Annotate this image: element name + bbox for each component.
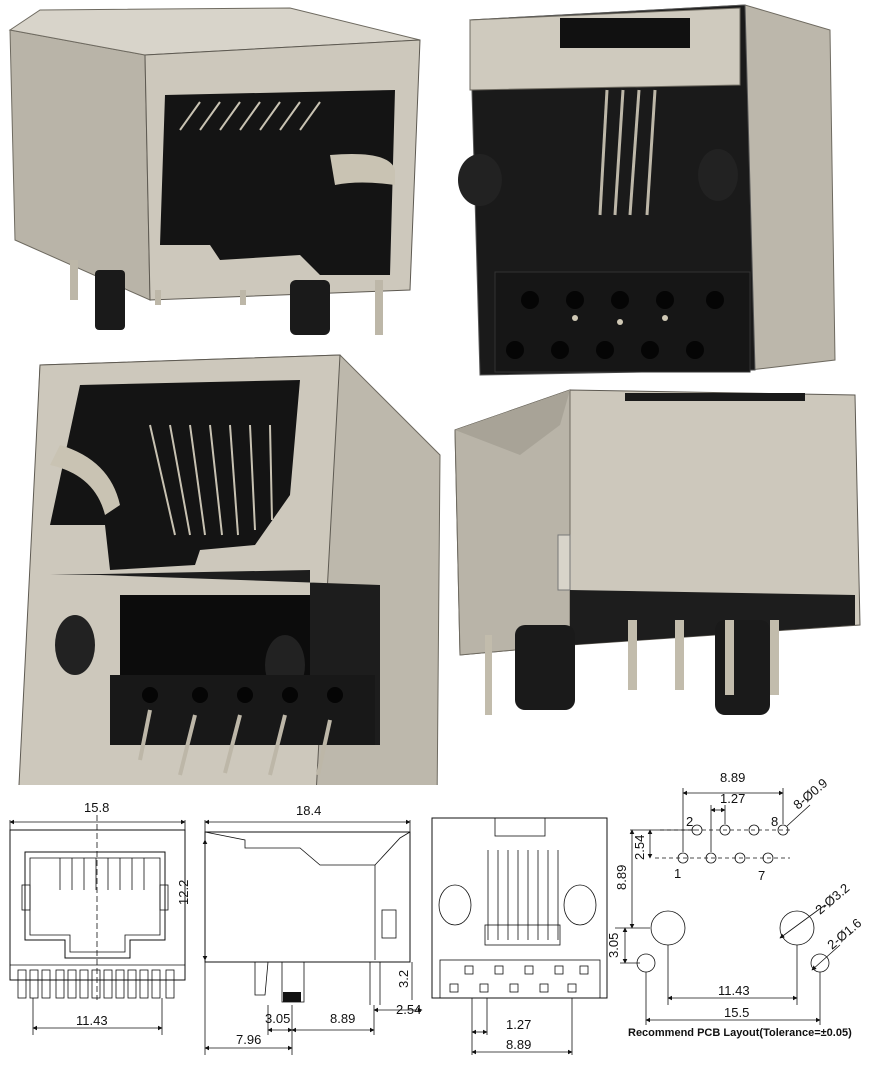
photo-side [454, 389, 861, 715]
side-post-offset-label: 3.05 [265, 1011, 290, 1026]
rear-row-span-label: 8.89 [506, 1037, 531, 1052]
side-height-label: 12.2 [176, 880, 191, 905]
pcb-pitch-label: 1.27 [720, 791, 745, 806]
pcb-pin-7: 7 [758, 868, 765, 883]
technical-drawings: 15.8 11.43 18.4 12.2 3.05 8.89 2.54 7.96… [9, 770, 864, 1055]
pcb-pin-8: 8 [771, 814, 778, 829]
photo-rear [458, 4, 836, 376]
side-pin-row-label: 8.89 [330, 1011, 355, 1026]
pcb-layout [615, 788, 841, 1025]
side-view [202, 819, 423, 1055]
photo-front-right [8, 7, 421, 335]
rear-view [431, 817, 608, 1055]
pcb-row-spacing-label: 8.89 [614, 865, 629, 890]
side-length-label: 18.4 [296, 803, 321, 818]
pcb-row-offset-label: 2.54 [632, 835, 647, 860]
pcb-hole-label: 8-Ø0.9 [790, 775, 830, 812]
pcb-top-span-label: 8.89 [720, 770, 745, 785]
front-width-label: 15.8 [84, 800, 109, 815]
pcb-post-spacing-label: 11.43 [718, 983, 750, 998]
rear-pitch-label: 1.27 [506, 1017, 531, 1032]
pcb-pin-1: 1 [674, 866, 681, 881]
front-view [9, 815, 186, 1035]
side-overall-bottom-label: 7.96 [236, 1032, 261, 1047]
side-pin-pitch-label: 2.54 [396, 1002, 421, 1017]
pcb-post-vertical-label: 3.05 [606, 933, 621, 958]
pcb-pin-2: 2 [686, 814, 693, 829]
pcb-caption: Recommend PCB Layout(Tolerance=±0.05) [628, 1027, 852, 1039]
pcb-shield-spacing-label: 15.5 [724, 1005, 749, 1020]
front-pin-span-label: 11.43 [76, 1013, 108, 1028]
side-standoff-label: 3.2 [396, 970, 411, 988]
pcb-post-label: 2-Ø3.2 [812, 880, 852, 917]
pcb-shield-label: 2-Ø1.6 [824, 915, 864, 952]
photo-front-left [18, 354, 441, 785]
